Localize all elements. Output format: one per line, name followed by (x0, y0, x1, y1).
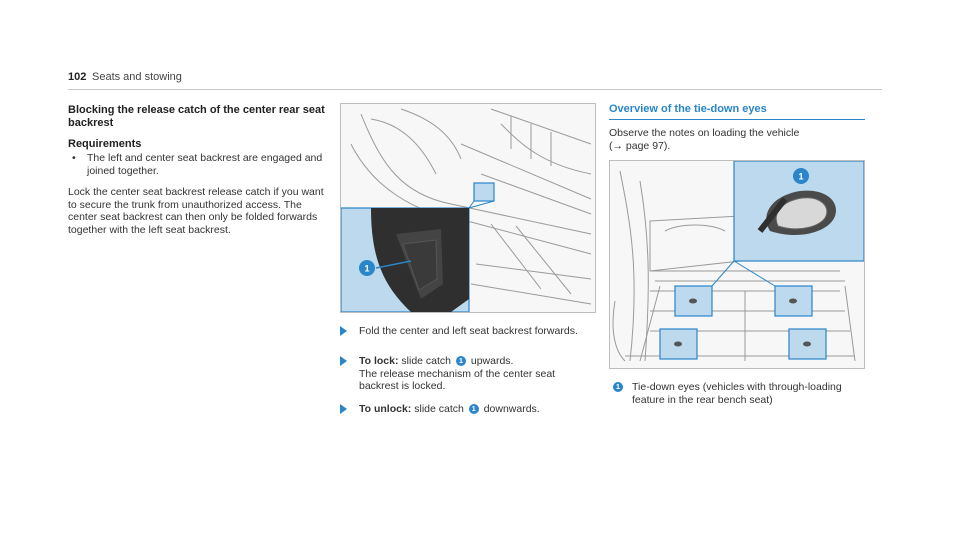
step-lock-post: upwards. (470, 355, 514, 367)
seat-catch-illustration: 1 (341, 104, 595, 312)
figure-callout-1: 1 (798, 172, 803, 182)
step-unlock-pre: slide catch (414, 403, 464, 415)
figure-callout-1: 1 (364, 264, 369, 274)
trunk-illustration: 1 (610, 161, 864, 368)
step-arrow-icon (340, 356, 347, 366)
step-lock: To lock: slide catch 1 upwards. The rele… (340, 355, 590, 393)
page-reference-link[interactable]: (→ page 97). (609, 139, 671, 152)
section-heading-tie-down: Overview of the tie-down eyes (609, 103, 767, 115)
heading-underline (609, 119, 865, 120)
seat-catch-figure: 1 (340, 103, 596, 313)
bullet-icon: • (72, 152, 76, 164)
tie-down-caption-text: Tie-down eyes (vehicles with through-loa… (632, 381, 842, 406)
step-fold-text: Fold the center and left seat backrest f… (359, 325, 578, 337)
lock-paragraph: Lock the center seat backrest release ca… (68, 186, 324, 236)
requirements-title: Requirements (68, 138, 142, 150)
requirement-text: The left and center seat backrest are en… (87, 152, 323, 177)
header-divider (68, 89, 882, 90)
requirement-item: • The left and center seat backrest are … (68, 152, 328, 177)
step-lock-label: To lock: (359, 355, 399, 367)
step-arrow-icon (340, 404, 347, 414)
loading-notes-line1: Observe the notes on loading the vehicle (609, 127, 800, 139)
step-fold: Fold the center and left seat backrest f… (340, 325, 590, 338)
section-heading-blocking: Blocking the release catch of the center… (68, 104, 325, 129)
step-arrow-icon (340, 326, 347, 336)
callout-1-icon: 1 (468, 404, 479, 415)
step-lock-pre: slide catch (401, 355, 452, 367)
page-number: 102 (68, 71, 87, 83)
section-title: Seats and stowing (92, 71, 182, 83)
loading-notes: Observe the notes on loading the vehicle… (609, 127, 859, 152)
tie-down-caption: 1 Tie-down eyes (vehicles with through-l… (613, 381, 865, 406)
step-unlock-label: To unlock: (359, 403, 412, 415)
step-unlock-post: downwards. (483, 403, 540, 415)
step-lock-note: The release mechanism of the center seat… (359, 367, 556, 393)
tie-down-figure: 1 (609, 160, 865, 369)
callout-1-icon: 1 (455, 356, 466, 367)
step-unlock: To unlock: slide catch 1 downwards. (340, 403, 590, 416)
callout-1-icon: 1 (613, 382, 623, 392)
